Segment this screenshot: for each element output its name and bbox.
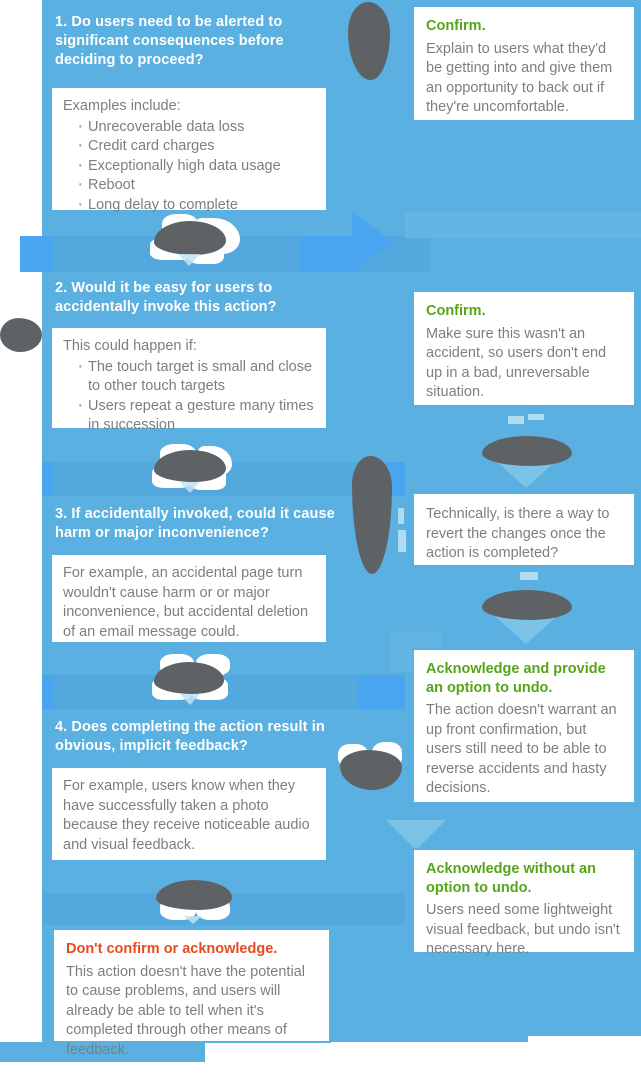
blob-tick-6 [398,530,406,552]
outcome-5-card: Acknowledge without an option to undo. U… [412,848,636,957]
question-2-heading: 2. Would it be easy for users to acciden… [55,280,277,315]
outcome-1-heading: Confirm. [426,18,486,34]
outcome-2-body: Make sure this wasn't an accident, so us… [426,325,607,401]
outcome-4-body: The action doesn't warrant an up front c… [426,702,617,796]
list-item: Reboot [77,175,315,196]
question-2-intro: This could happen if: [63,338,197,354]
outcome-5-heading: Acknowledge without an option to undo. [426,861,596,896]
final-outcome-card: Don't confirm or acknowledge. This actio… [52,928,331,1058]
blob-tick-9 [184,916,202,924]
question-2-card: This could happen if: The touch target i… [52,328,326,433]
redaction-blob-branch-8 [482,590,572,620]
question-1-heading: 1. Do users need to be alerted to signif… [55,14,284,68]
band-q1-right-stub [300,236,358,272]
list-item: Exceptionally high data usage [77,156,315,177]
blob-tick-5 [398,508,404,524]
bg-left-white-margin [0,0,42,186]
outcome-4-card: Acknowledge and provide an option to und… [412,648,636,804]
question-4-heading: 4. Does completing the action result in … [55,719,325,754]
redaction-blob-branch-5 [482,436,572,466]
list-item: Long delay to complete [77,195,315,216]
question-2-bullets: The touch target is small and close to o… [63,357,315,436]
band-q3-q4-right-cap [358,675,405,709]
outcome-1-card: Confirm. Explain to users what they'd be… [412,5,636,122]
question-3-card: For example, an accidental page turn wou… [52,555,326,642]
redaction-blob-branch-1 [348,2,390,80]
outcome-2-card: Confirm. Make sure this wasn't an accide… [412,290,636,407]
outcome-3-card: Technically, is there a way to revert th… [412,492,636,567]
arrow-down-o5 [386,820,446,850]
band-q1-q2-left-cap [20,236,54,272]
final-outcome-body: This action doesn't have the potential t… [66,963,305,1058]
list-item: Credit card charges [77,136,315,157]
question-3-heading: 3. If accidentally invoked, could it cau… [55,506,335,541]
redaction-blob-branch-7 [154,662,224,694]
outcome-3-body: Technically, is there a way to revert th… [426,506,610,561]
redaction-blob-branch-9 [340,750,402,790]
bg-bottom-strip [0,1042,205,1062]
blob-tick-8 [180,694,200,705]
blob-tick-4 [528,414,544,420]
question-1-bullets: Unrecoverable data loss Credit card char… [63,117,315,216]
bg-left-white-margin-2 [0,405,42,1042]
redaction-blob-branch-4 [154,450,226,482]
outcome-4-heading: Acknowledge and provide an option to und… [426,661,606,696]
outcome-1-body: Explain to users what they'd be getting … [426,40,613,116]
question-1-card: Examples include: Unrecoverable data los… [52,88,326,213]
arrow-right-q1 [352,212,394,272]
question-1-intro: Examples include: [63,98,181,114]
list-item: Users repeat a gesture many times in suc… [77,396,315,436]
bg-bottom-right-clip [528,1036,641,1075]
outcome-5-body: Users need some lightweight visual feedb… [426,902,620,957]
redaction-blob-branch-2 [154,221,226,255]
question-4-body: For example, users know when they have s… [63,778,310,853]
bg-left-white-margin-3 [0,186,20,236]
blob-tick-7 [520,572,538,580]
list-item: Unrecoverable data loss [77,117,315,138]
final-outcome-heading: Don't confirm or acknowledge. [66,941,278,957]
question-3-body: For example, an accidental page turn wou… [63,565,309,640]
question-4-card: For example, users know when they have s… [52,768,326,860]
bg-notch-q1-right [405,212,641,238]
redaction-blob-branch-3 [0,318,42,352]
blob-tick-3 [508,416,524,424]
list-item: The touch target is small and close to o… [77,357,315,397]
redaction-blob-branch-10 [156,880,232,910]
blob-tick-2 [180,482,200,493]
outcome-2-heading: Confirm. [426,303,486,319]
